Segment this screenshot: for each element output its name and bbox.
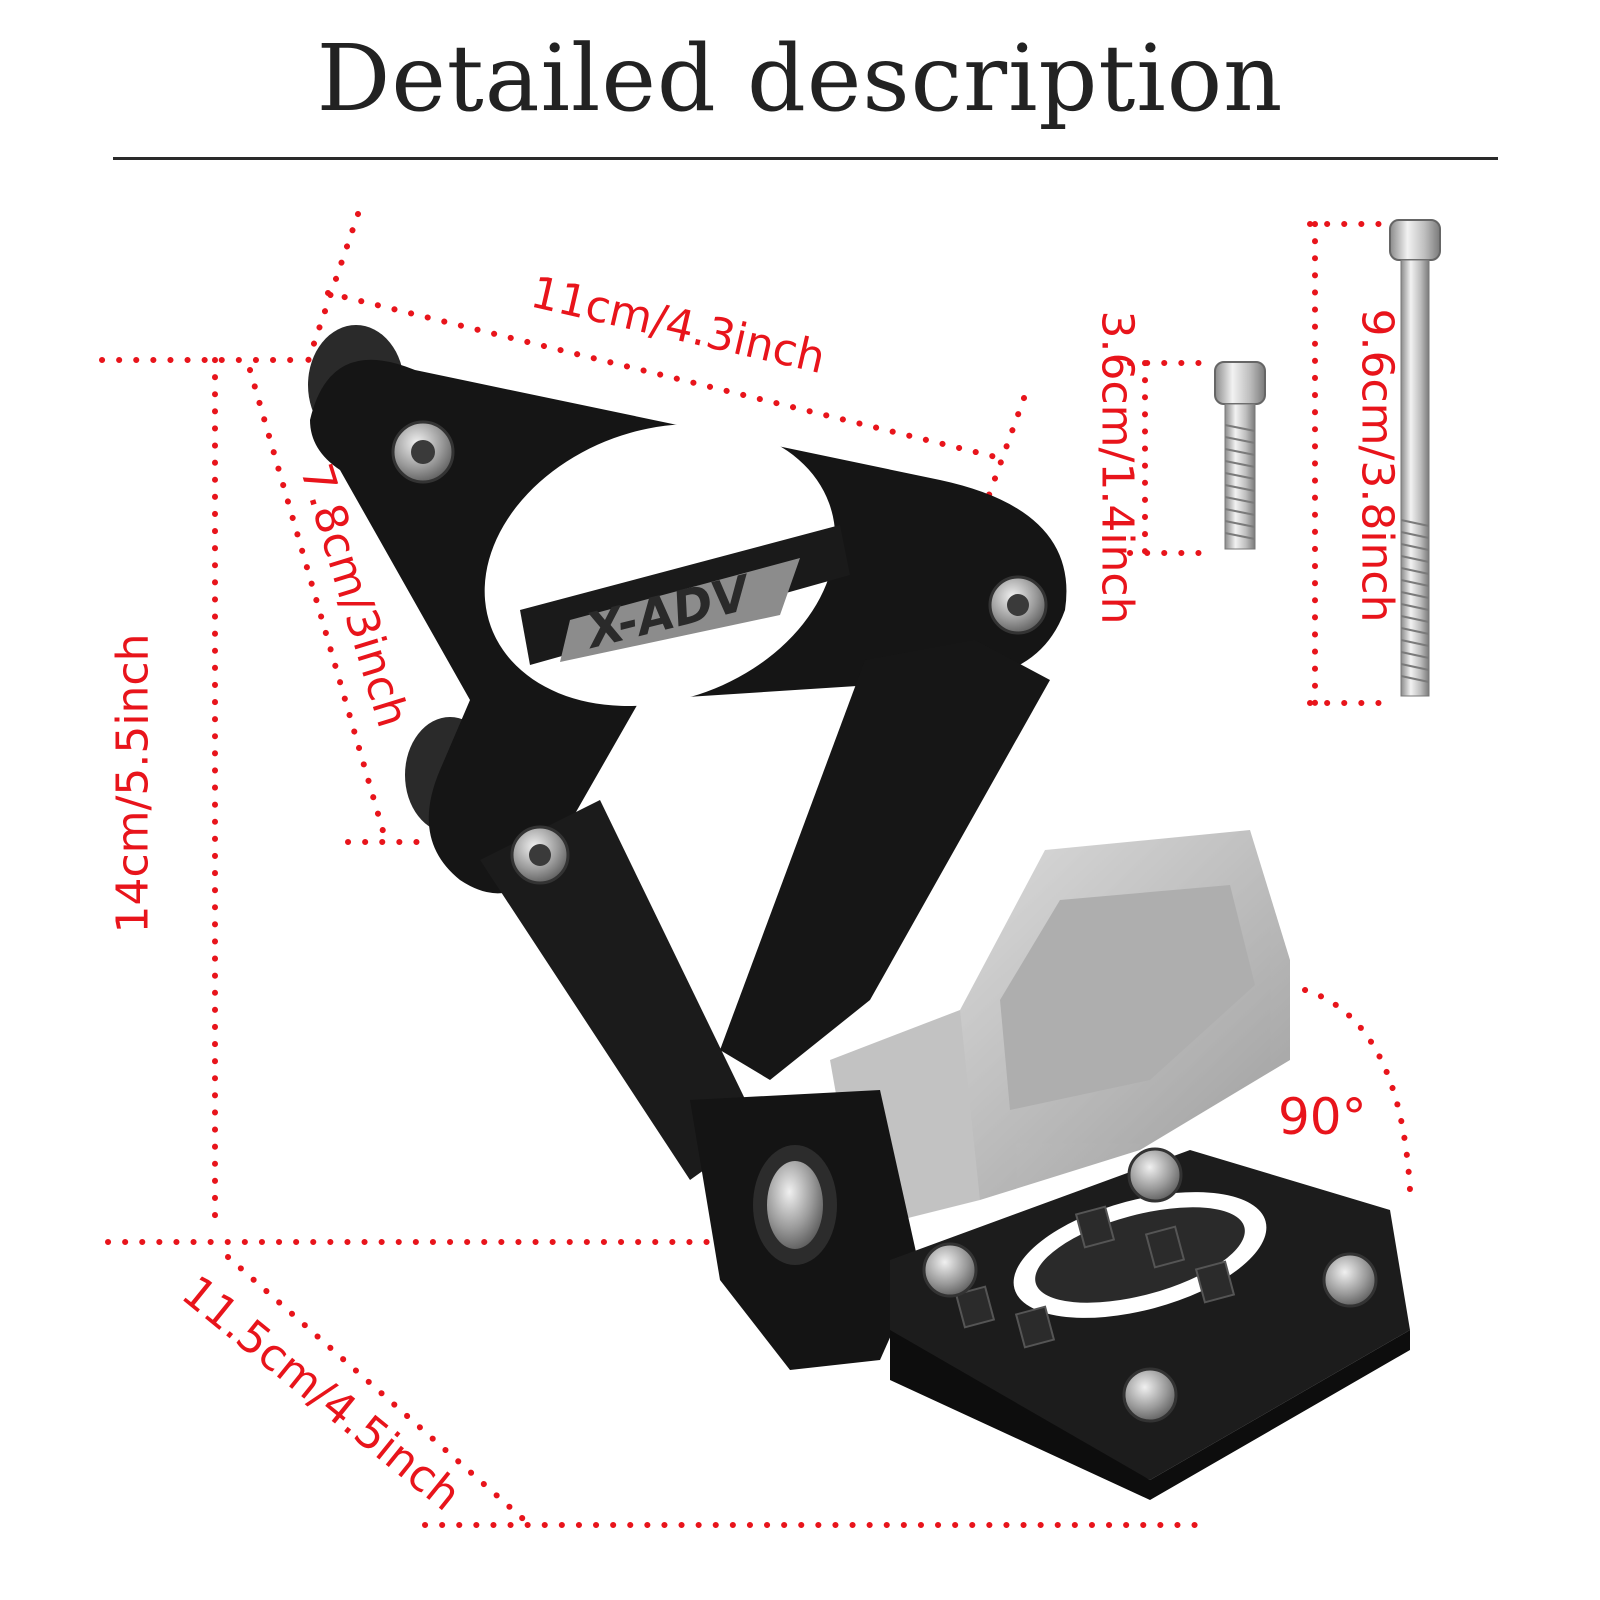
short-bolt-label: 3.6cm/1.4inch (1091, 310, 1143, 625)
bottom-width-line (225, 1254, 533, 1528)
dimension-lines (99, 211, 1413, 1528)
long-bolt-label: 9.6cm/3.8inch (1351, 308, 1403, 623)
angle-arc (1302, 987, 1413, 1193)
title-divider (113, 157, 1498, 160)
bracket-screws (391, 420, 1048, 885)
folded-peg-ghost (830, 830, 1290, 1230)
long-bolt (1389, 219, 1441, 697)
page-title: Detailed description (316, 25, 1284, 132)
angle-label: 90° (1278, 1088, 1367, 1146)
top-width-extension-left (302, 211, 361, 373)
short-bolt (1214, 361, 1266, 550)
peg-screws (922, 1147, 1378, 1423)
height-label: 14cm/5.5inch (107, 633, 159, 934)
foot-peg (890, 1150, 1410, 1500)
